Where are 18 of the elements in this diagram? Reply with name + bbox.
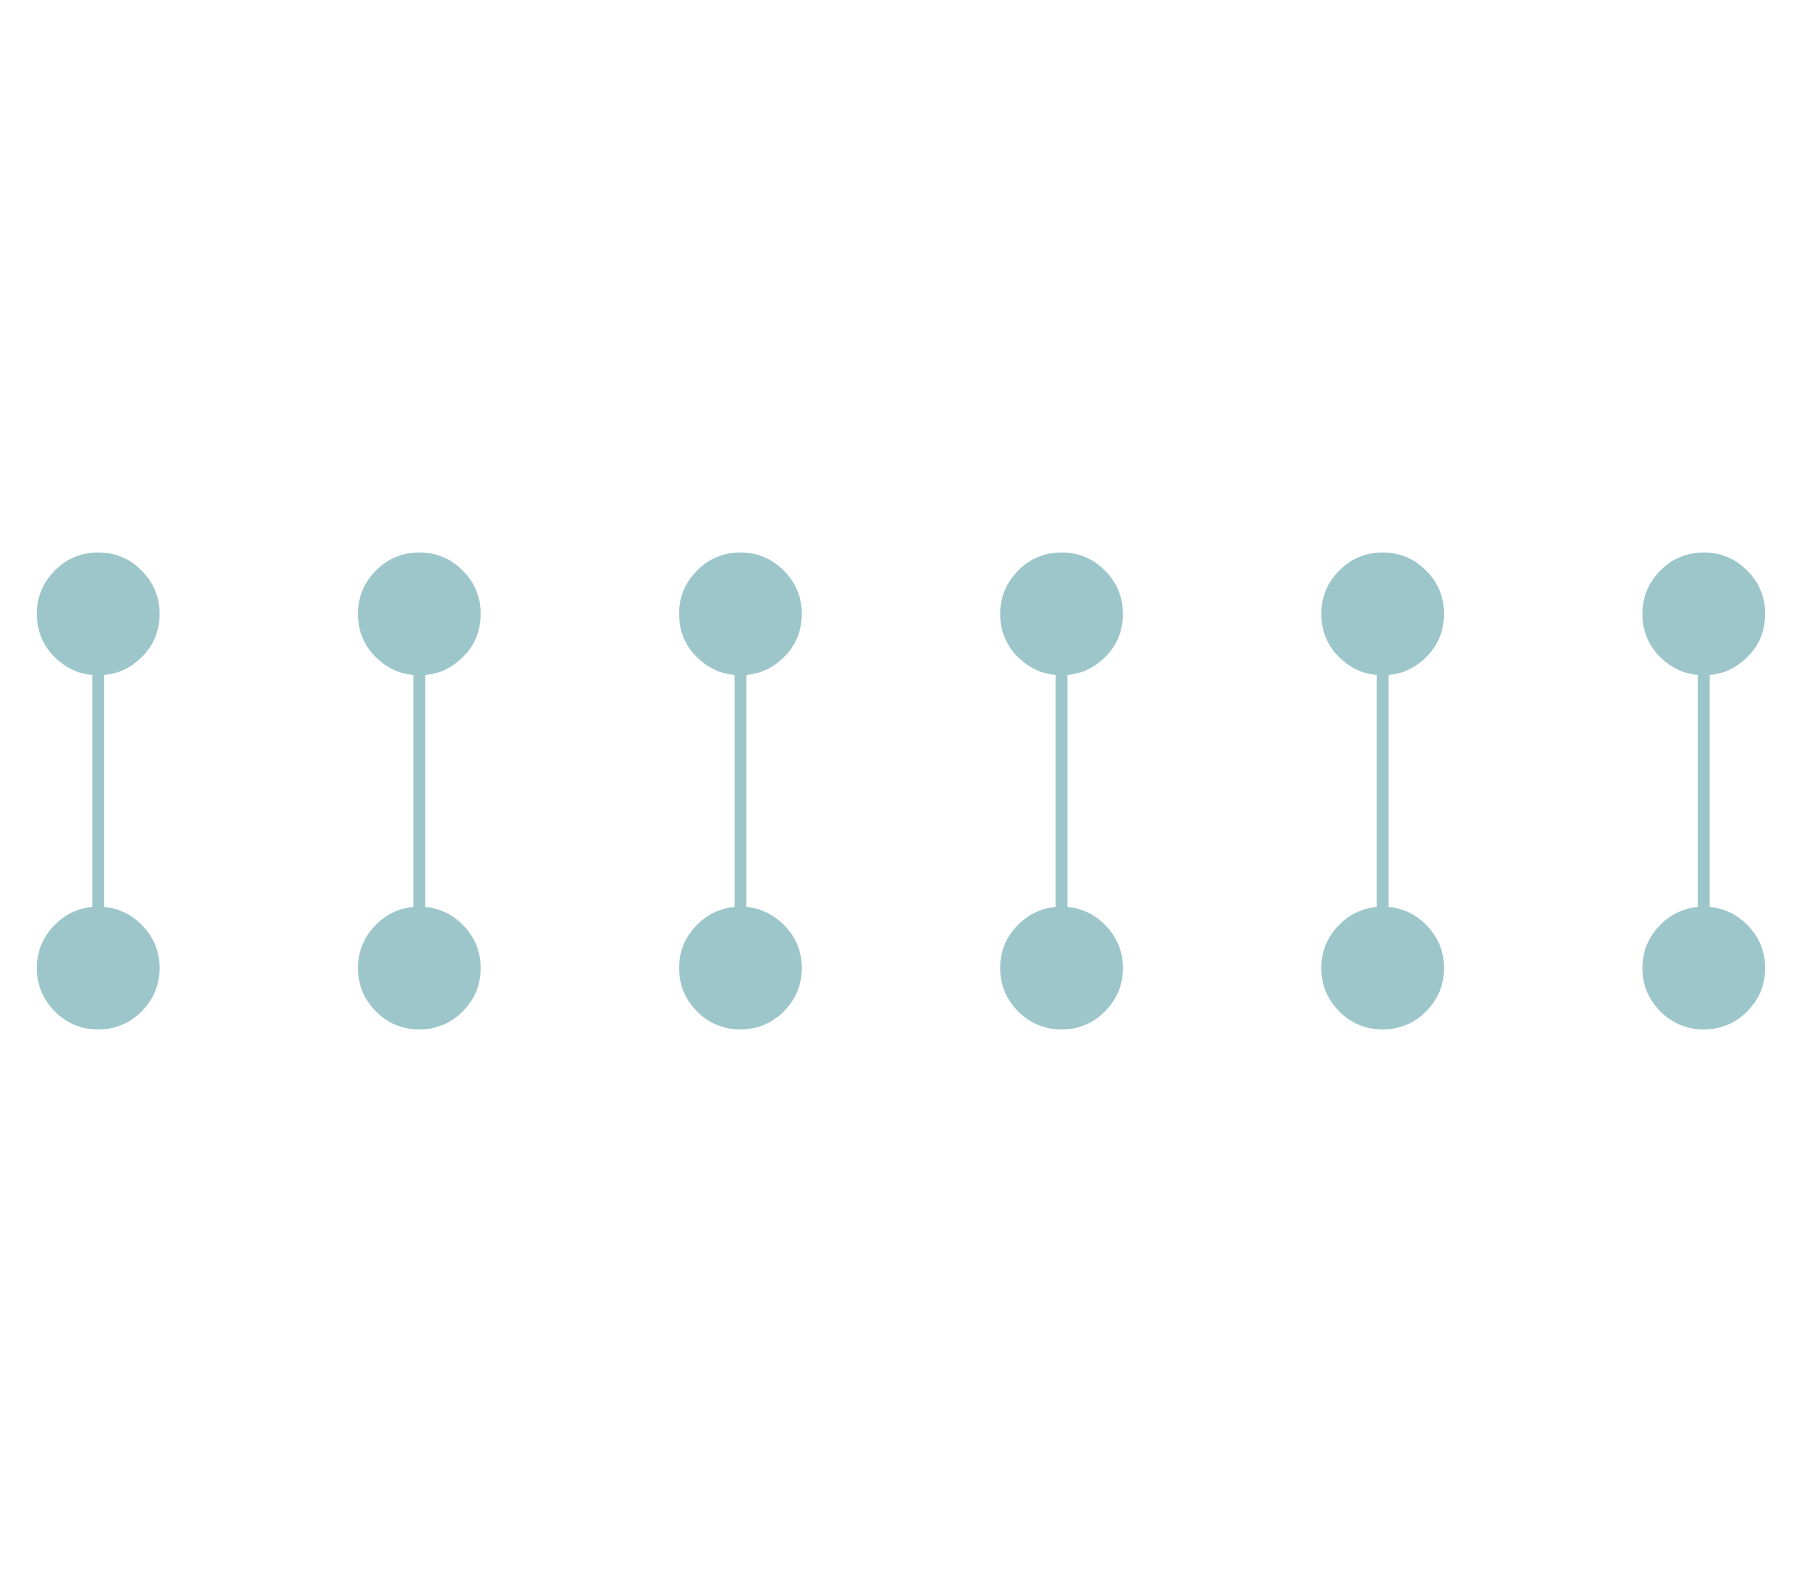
node-circle xyxy=(1641,551,1765,675)
connector xyxy=(1696,673,1709,908)
connector xyxy=(91,673,104,908)
connector xyxy=(1054,673,1067,908)
node-circle xyxy=(1641,905,1765,1029)
node-circle xyxy=(356,551,480,675)
node-circle xyxy=(35,905,159,1029)
node-circle xyxy=(35,551,159,675)
node-circle xyxy=(678,905,801,1029)
node-circle xyxy=(1320,551,1444,675)
connector xyxy=(1375,673,1388,908)
node-circle xyxy=(356,905,480,1029)
node-circle xyxy=(678,551,801,675)
connector xyxy=(412,673,425,908)
node-circle xyxy=(999,905,1122,1029)
node-circle xyxy=(1320,905,1444,1029)
connector xyxy=(733,673,746,908)
node-circle xyxy=(999,551,1122,675)
